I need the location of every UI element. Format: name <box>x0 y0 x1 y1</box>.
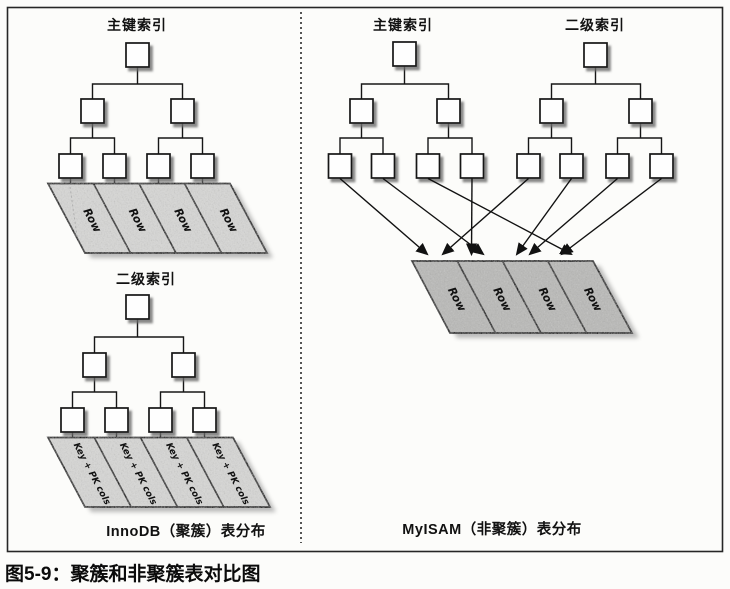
tree-node <box>125 294 150 320</box>
tree-node <box>327 153 353 179</box>
table-cell-dividers <box>93 437 225 508</box>
left-secondary-index-label: 二级索引 <box>116 271 176 287</box>
tree-node <box>82 352 107 378</box>
tree-node <box>415 153 441 179</box>
tree-node <box>60 407 85 433</box>
tree-node <box>459 153 485 179</box>
pointer-arrow <box>515 178 573 256</box>
tree-node <box>170 98 195 124</box>
table-cell-dividers <box>92 183 223 254</box>
table-cell-dividers <box>456 260 588 334</box>
figure-caption: 图5-9：聚簇和非聚簇表对比图 <box>5 562 260 585</box>
tree-node <box>583 42 608 68</box>
frame-border <box>6 6 724 553</box>
tree-connector <box>339 66 473 154</box>
pointer-arrow <box>339 177 429 256</box>
tree-node <box>628 98 653 124</box>
pointer-arrow <box>427 177 573 255</box>
pointer-arrow <box>528 177 618 256</box>
pointer-arrow <box>560 177 662 256</box>
tree-connector <box>527 67 663 154</box>
tree-node <box>192 407 217 433</box>
myisam-caption: MyISAM（非聚簇）表分布 <box>402 520 581 538</box>
tree-node <box>104 407 129 433</box>
left-secondary-leaf-table: Key + PK cols Key + PK cols Key + PK col… <box>46 436 276 512</box>
right-primary-index-label: 主键索引 <box>373 17 433 33</box>
faint-pointer-line <box>69 186 78 237</box>
left-primary-index-label: 主键索引 <box>107 17 167 33</box>
right-primary-tree <box>327 41 485 179</box>
tree-node <box>146 153 171 179</box>
tree-node <box>649 153 674 179</box>
pointer-arrow <box>465 178 478 257</box>
tree-node <box>171 352 196 378</box>
tree-node <box>370 153 396 179</box>
right-secondary-tree <box>516 42 674 179</box>
right-row-table: Row Row Row Row <box>410 260 639 338</box>
tree-node <box>436 98 461 124</box>
tree-connector <box>69 67 204 184</box>
tree-connector <box>71 319 206 438</box>
tree-node <box>392 41 417 67</box>
tree-node <box>58 153 83 179</box>
innodb-caption: InnoDB（聚簇）表分布 <box>106 522 266 540</box>
pointer-arrow <box>382 177 485 256</box>
tree-node <box>190 153 215 179</box>
tree-node <box>125 42 150 68</box>
left-row-table: Row Row Row Row <box>46 182 273 258</box>
tree-node <box>102 153 127 179</box>
tree-node <box>559 153 584 179</box>
tree-node <box>539 98 564 124</box>
row-pointer-arrows <box>339 177 662 257</box>
right-secondary-index-label: 二级索引 <box>565 17 625 33</box>
tree-node <box>516 153 541 179</box>
tree-node <box>80 98 105 124</box>
tree-node <box>349 98 374 124</box>
tree-node <box>605 153 630 179</box>
left-secondary-tree <box>60 294 217 438</box>
tree-node <box>148 407 173 433</box>
left-primary-tree <box>58 42 215 184</box>
pointer-arrow <box>441 177 529 256</box>
